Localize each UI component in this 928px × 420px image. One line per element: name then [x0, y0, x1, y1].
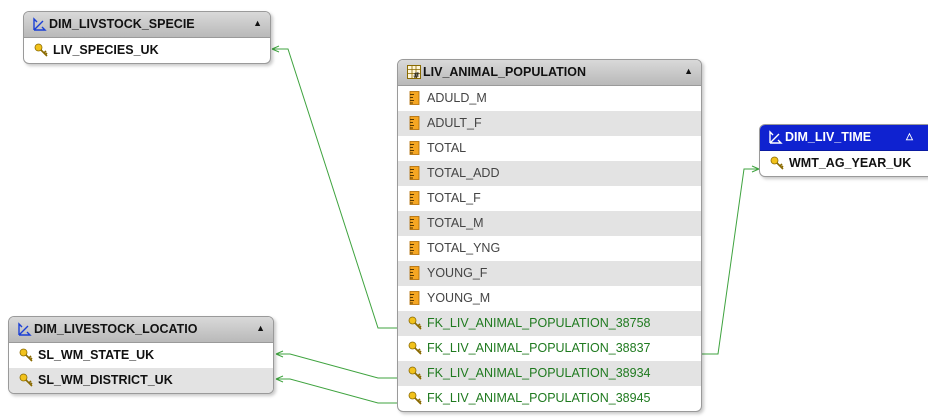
key-icon: [408, 391, 422, 405]
table-header[interactable]: DIM_LIV_TIME △: [760, 125, 928, 151]
foreign-key-row[interactable]: FK_LIV_ANIMAL_POPULATION_38837: [398, 336, 701, 361]
column-name: ADULT_F: [427, 116, 482, 130]
column-row[interactable]: SL_WM_STATE_UK: [9, 343, 273, 368]
table-header[interactable]: # LIV_ANIMAL_POPULATION ▲: [398, 60, 701, 86]
table-title: DIM_LIVESTOCK_LOCATIO: [34, 322, 198, 336]
column-row[interactable]: SL_WM_DISTRICT_UK: [9, 368, 273, 393]
measure-icon: [409, 116, 420, 130]
key-icon: [19, 373, 33, 387]
table-title: DIM_LIV_TIME: [785, 130, 872, 144]
collapse-triangle-icon[interactable]: △: [906, 131, 913, 141]
collapse-triangle-icon[interactable]: ▲: [256, 323, 265, 333]
foreign-key-row[interactable]: FK_LIV_ANIMAL_POPULATION_38758: [398, 311, 701, 336]
column-name: YOUNG_F: [427, 266, 488, 280]
measure-icon: [409, 191, 420, 205]
foreign-key-row[interactable]: FK_LIV_ANIMAL_POPULATION_38934: [398, 361, 701, 386]
column-name: LIV_SPECIES_UK: [53, 43, 159, 57]
key-icon: [34, 43, 48, 57]
link-fk-time: [701, 168, 759, 355]
dimension-icon: [769, 130, 783, 144]
measure-row[interactable]: TOTAL_YNG: [398, 236, 701, 261]
column-name: FK_LIV_ANIMAL_POPULATION_38758: [427, 316, 651, 330]
measure-row[interactable]: YOUNG_F: [398, 261, 701, 286]
dimension-icon: [18, 322, 32, 336]
column-name: FK_LIV_ANIMAL_POPULATION_38945: [427, 391, 651, 405]
link-fk-state: [276, 353, 397, 379]
svg-text:#: #: [413, 71, 420, 79]
column-row[interactable]: WMT_AG_YEAR_UK: [760, 151, 928, 176]
table-header[interactable]: DIM_LIVESTOCK_LOCATIO ▲: [9, 317, 273, 343]
column-name: TOTAL_M: [427, 216, 484, 230]
measure-icon: [409, 141, 420, 155]
column-name: SL_WM_DISTRICT_UK: [38, 373, 173, 387]
key-icon: [770, 156, 784, 170]
column-name: SL_WM_STATE_UK: [38, 348, 155, 362]
collapse-triangle-icon[interactable]: ▲: [253, 18, 262, 28]
measure-icon: [409, 241, 420, 255]
measure-row[interactable]: TOTAL_M: [398, 211, 701, 236]
measure-row[interactable]: TOTAL_F: [398, 186, 701, 211]
link-fk-district: [276, 378, 397, 404]
key-icon: [408, 316, 422, 330]
column-name: WMT_AG_YEAR_UK: [789, 156, 912, 170]
measure-row[interactable]: ADULT_F: [398, 111, 701, 136]
table-title: DIM_LIVSTOCK_SPECIE: [49, 17, 195, 31]
column-row[interactable]: LIV_SPECIES_UK: [24, 38, 270, 63]
foreign-key-row[interactable]: FK_LIV_ANIMAL_POPULATION_38945: [398, 386, 701, 411]
measure-icon: [409, 91, 420, 105]
table-dim-livstock-specie[interactable]: DIM_LIVSTOCK_SPECIE ▲ LIV_SPECIES_UK: [23, 11, 271, 64]
dimension-icon: [33, 17, 47, 31]
column-name: FK_LIV_ANIMAL_POPULATION_38934: [427, 366, 651, 380]
key-icon: [19, 348, 33, 362]
key-icon: [408, 341, 422, 355]
column-list: ADULD_M ADULT_F TOTAL TOTAL_ADD TOTAL_F TOTAL…: [398, 86, 701, 411]
measure-icon: [409, 166, 420, 180]
column-name: TOTAL_ADD: [427, 166, 500, 180]
measure-row[interactable]: TOTAL: [398, 136, 701, 161]
table-header[interactable]: DIM_LIVSTOCK_SPECIE ▲: [24, 12, 270, 38]
collapse-triangle-icon[interactable]: ▲: [684, 66, 693, 76]
measure-icon: [409, 216, 420, 230]
table-dim-liv-time[interactable]: DIM_LIV_TIME △ WMT_AG_YEAR_UK: [759, 124, 928, 177]
measure-row[interactable]: TOTAL_ADD: [398, 161, 701, 186]
column-name: FK_LIV_ANIMAL_POPULATION_38837: [427, 341, 651, 355]
table-dim-livestock-location[interactable]: DIM_LIVESTOCK_LOCATIO ▲ SL_WM_STATE_UK S…: [8, 316, 274, 394]
column-name: TOTAL_YNG: [427, 241, 501, 255]
table-title: LIV_ANIMAL_POPULATION: [423, 65, 586, 79]
measure-row[interactable]: YOUNG_M: [398, 286, 701, 311]
key-icon: [408, 366, 422, 380]
table-liv-animal-population[interactable]: # LIV_ANIMAL_POPULATION ▲ ADULD_M ADULT_F…: [397, 59, 702, 412]
measure-icon: [409, 266, 420, 280]
column-name: ADULD_M: [427, 91, 487, 105]
column-name: TOTAL_F: [427, 191, 481, 205]
measure-icon: [409, 291, 420, 305]
fact-table-icon: #: [407, 65, 421, 79]
measure-row[interactable]: ADULD_M: [398, 86, 701, 111]
link-fk-species: [272, 48, 397, 329]
column-name: TOTAL: [427, 141, 467, 155]
column-name: YOUNG_M: [427, 291, 491, 305]
